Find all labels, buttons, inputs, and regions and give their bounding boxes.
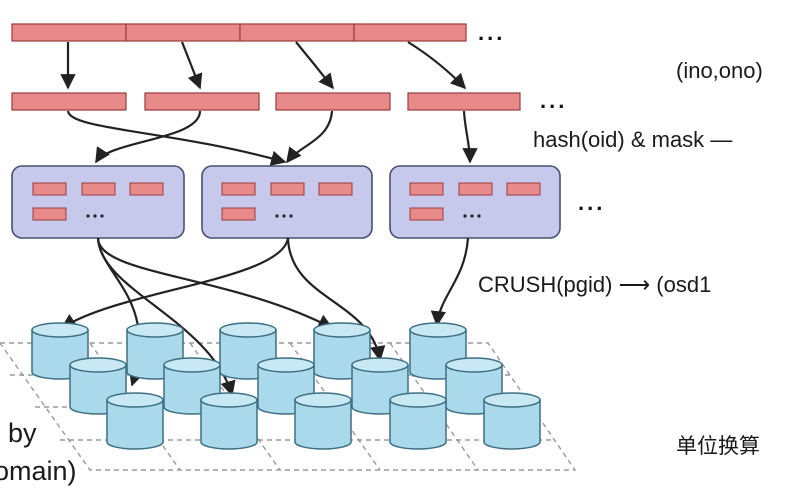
osd-disks [31, 322, 541, 450]
ellipsis-row1: ... [478, 20, 506, 45]
arrows-object-to-pg [66, 110, 478, 166]
object-row-1 [11, 23, 467, 42]
by-label: by [8, 418, 37, 448]
arrow-icon: — [710, 127, 733, 152]
pg-box [201, 165, 373, 239]
domain-label: omain) [0, 456, 77, 486]
hash-mapping-text: hash(oid) & mask [533, 127, 705, 152]
object-block [275, 92, 391, 111]
osd-disk [200, 392, 258, 450]
oid-mapping-label: (ino,ono) [676, 58, 763, 83]
object-block [144, 92, 260, 111]
crush-mapping-label: CRUSH(pgid) ⟶ (osd1 [478, 272, 711, 298]
pg-box [389, 165, 561, 239]
arrows-file-to-object [60, 41, 467, 90]
chinese-note: 单位换算 [676, 434, 760, 458]
object-block [407, 92, 521, 111]
object-block [239, 23, 355, 42]
osd-disk [294, 392, 352, 450]
object-block [11, 92, 127, 111]
osd-list-text: (osd1 [656, 272, 712, 297]
object-row-2 [11, 92, 521, 111]
hash-mapping-label: hash(oid) & mask — [533, 127, 732, 153]
ellipsis-pgs: ... [578, 190, 606, 215]
osd-disk [483, 392, 541, 450]
pg-box [11, 165, 185, 239]
arrow-right-icon: ⟶ [618, 272, 657, 297]
object-block [11, 23, 127, 42]
object-block [125, 23, 241, 42]
osd-disk [106, 392, 164, 450]
crush-mapping-text: CRUSH(pgid) [478, 272, 613, 297]
placement-groups [11, 165, 561, 239]
osd-disk [409, 322, 467, 380]
ellipsis-row2: ... [540, 88, 568, 113]
object-block [353, 23, 467, 42]
osd-disk [389, 392, 447, 450]
